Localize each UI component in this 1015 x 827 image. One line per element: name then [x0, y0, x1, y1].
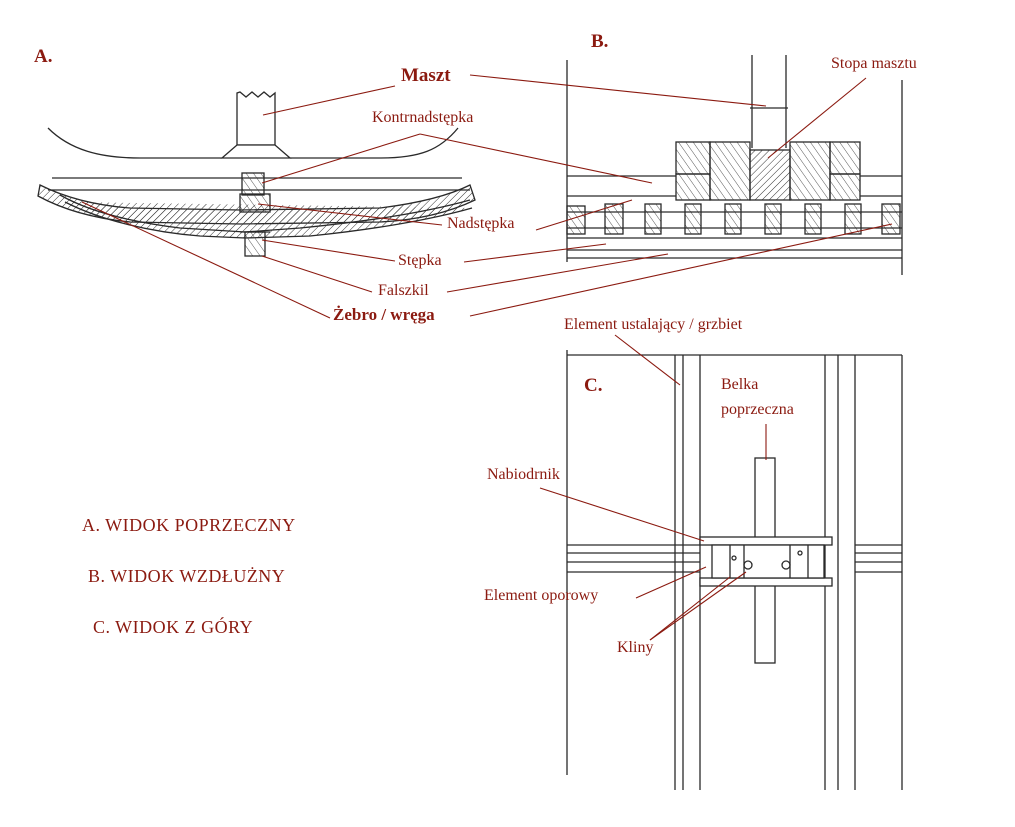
label-element-ustalajacy: Element ustalający / grzbiet — [564, 316, 743, 333]
leader-stopa — [767, 77, 867, 159]
view-b-drawing — [566, 55, 903, 275]
section-b-label: B. — [591, 31, 609, 52]
leader-oporowy — [635, 566, 707, 599]
label-nabiodrnik: Nabiodrnik — [487, 466, 560, 483]
label-stepka: Stępka — [398, 252, 442, 269]
legend-b: B. WIDOK WZDŁUŻNY — [88, 566, 286, 586]
label-element-oporowy: Element oporowy — [484, 587, 599, 604]
label-zebro: Żebro / wręga — [333, 305, 435, 324]
leader-falszkil-b — [446, 253, 669, 293]
leader-maszt-a — [262, 85, 396, 116]
leader-kontrnadstepka-b — [419, 133, 653, 184]
leader-falszkil-a — [261, 255, 373, 293]
label-falszkil: Falszkil — [378, 282, 429, 299]
legend-a: A. WIDOK POPRZECZNY — [82, 515, 296, 535]
leader-maszt-b — [469, 74, 767, 107]
leader-element-ustalajacy — [614, 334, 681, 386]
view-c-drawing — [566, 350, 903, 790]
label-nadstepka: Nadstępka — [447, 215, 515, 232]
leader-kontrnadstepka-a — [261, 133, 421, 184]
section-c-label: C. — [584, 375, 603, 396]
leader-nadstepka-a — [257, 203, 443, 226]
label-stopa-masztu: Stopa masztu — [831, 55, 917, 72]
leader-stepka-a — [261, 239, 396, 262]
leader-zebro-a — [81, 201, 331, 319]
section-a-label: A. — [34, 46, 53, 67]
label-kliny: Kliny — [617, 639, 654, 656]
leader-nabiodrnik — [539, 487, 705, 542]
label-belka-line2: poprzeczna — [721, 401, 794, 418]
leader-kliny-b — [649, 571, 747, 641]
legend-c: C. WIDOK Z GÓRY — [93, 617, 254, 637]
leader-kliny-a — [649, 576, 731, 641]
label-belka-line1: Belka — [721, 376, 759, 393]
label-kontrnadstepka: Kontrnadstępka — [372, 109, 474, 126]
leader-stepka-b — [463, 243, 607, 263]
leader-zebro-b — [469, 223, 893, 317]
leader-nadstepka-b — [535, 199, 633, 231]
leader-lines — [81, 74, 893, 641]
view-a-drawing — [37, 91, 476, 257]
label-maszt: Maszt — [401, 65, 451, 86]
